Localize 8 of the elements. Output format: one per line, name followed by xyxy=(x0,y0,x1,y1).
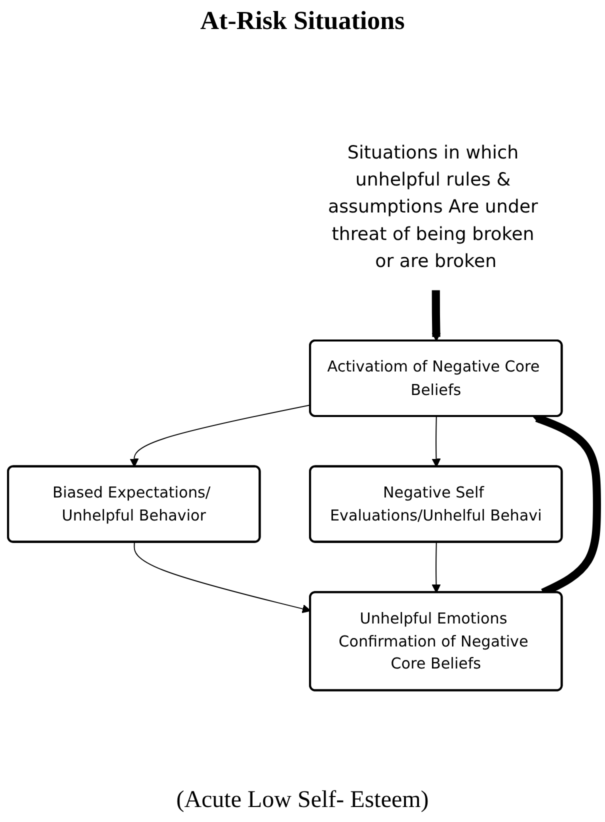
diagram-title: At-Risk Situations xyxy=(200,6,405,36)
arrow xyxy=(134,542,311,614)
arrow xyxy=(130,404,311,468)
diagram-caption: (Acute Low Self- Esteem) xyxy=(176,787,429,814)
arrow xyxy=(432,416,441,468)
arrow xyxy=(432,542,441,594)
node-text: Situations in which unhelpful rules & assumptions Are under threat of being broken or are broken xyxy=(328,142,538,272)
arrow xyxy=(432,290,441,342)
